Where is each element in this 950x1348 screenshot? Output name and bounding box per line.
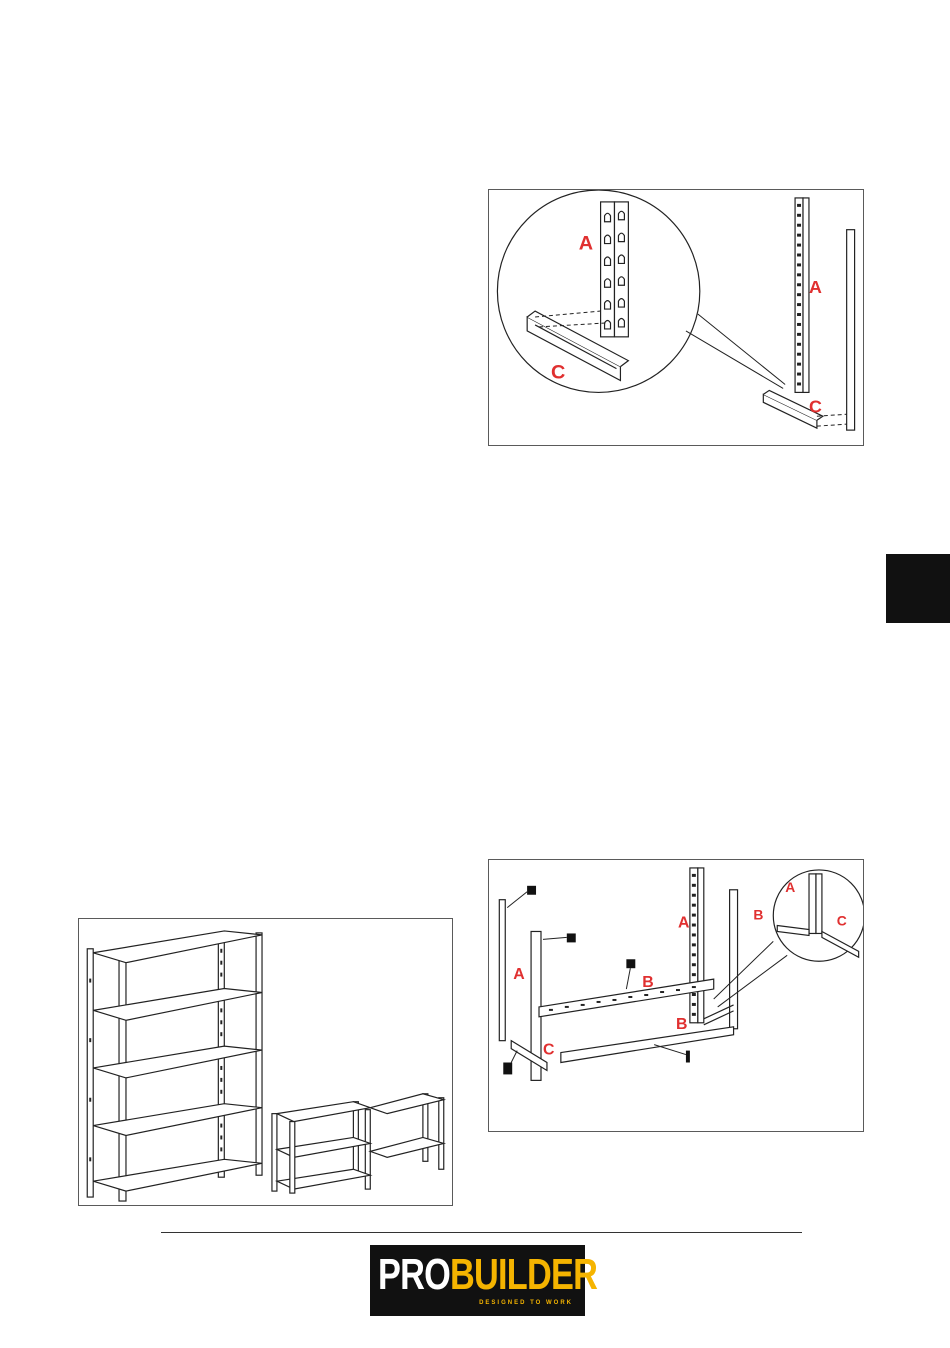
callout-line-3 <box>626 968 630 989</box>
tall-shelf-unit <box>87 931 262 1201</box>
beam-top <box>539 979 714 1017</box>
label-zoom-a: A <box>785 879 795 895</box>
zoom-pointer <box>714 941 787 1007</box>
label-upright: A <box>809 277 822 297</box>
logo-tagline: DESIGNED TO WORK <box>479 1300 573 1306</box>
callout-line-2 <box>543 937 567 939</box>
callout-line-1 <box>507 892 527 908</box>
label-rail: C <box>809 396 822 416</box>
logo-builder-text: BUILDER <box>450 1250 597 1299</box>
beam-bottom <box>561 1027 734 1063</box>
logo-wordmark: PROBUILDER <box>378 1251 597 1299</box>
low-shelf-unit-left <box>272 1102 370 1193</box>
logo-pro-text: PRO <box>378 1250 450 1299</box>
callout-line-5 <box>511 1051 517 1063</box>
shelf-configurations-figure <box>78 918 453 1206</box>
upright-assembly-figure: A A C C <box>488 189 864 446</box>
label-upright-left: A <box>513 966 525 983</box>
shelf-configurations-drawing <box>79 919 452 1205</box>
callout-marker-1 <box>527 886 536 895</box>
callout-line-4 <box>654 1045 686 1055</box>
label-rail-zoom: C <box>551 362 565 384</box>
frame-assembly-figure: A A A B C B B C <box>488 859 864 1132</box>
zoom-pointer <box>686 314 785 388</box>
callout-marker-3 <box>626 959 635 968</box>
section-tab-marker <box>886 554 950 623</box>
frame-assembly-drawing: A A A B C B B C <box>489 860 863 1131</box>
upright-far <box>730 890 738 1029</box>
label-zoom-c: C <box>837 913 847 929</box>
upright-assembly-drawing: A A C C <box>489 190 863 445</box>
probuilder-logo: PROBUILDER DESIGNED TO WORK <box>370 1245 585 1316</box>
callout-marker-4 <box>686 1051 690 1063</box>
left-post <box>499 900 505 1041</box>
label-beam-top: B <box>642 974 653 991</box>
label-rail: C <box>543 1042 555 1059</box>
label-upright-right: A <box>678 915 690 932</box>
low-shelf-unit-right <box>370 1094 443 1169</box>
callout-marker-2 <box>567 933 576 942</box>
label-zoom-b: B <box>753 907 763 923</box>
label-upright-zoom: A <box>579 233 593 255</box>
callout-marker-5 <box>503 1063 512 1075</box>
footer-rule <box>161 1232 802 1233</box>
rail-left <box>511 1041 547 1071</box>
label-beam-bottom: B <box>676 1016 687 1033</box>
zoom-upright <box>601 202 629 337</box>
upright-back <box>847 230 855 430</box>
upright-right-holes <box>692 874 696 1016</box>
